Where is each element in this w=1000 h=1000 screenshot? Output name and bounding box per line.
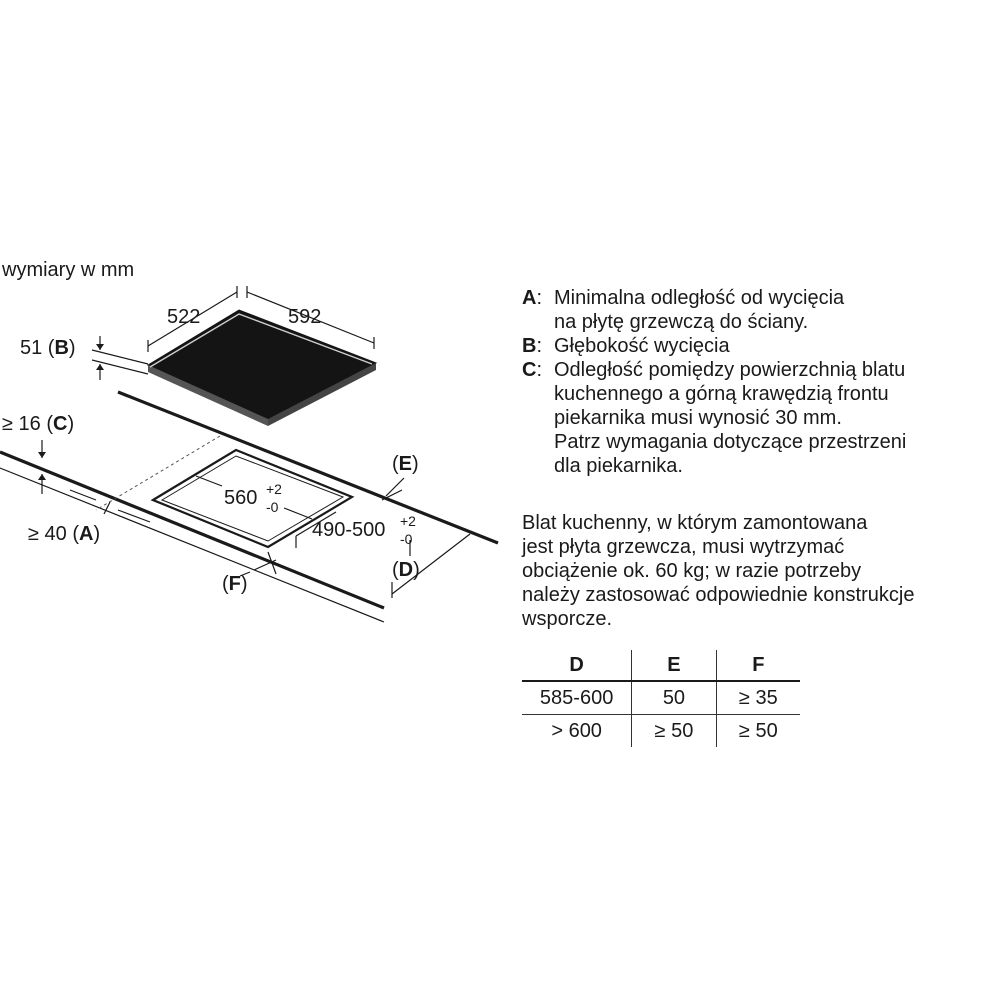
table-cell: ≥ 35	[715, 681, 800, 715]
label-d-text: (D)	[392, 559, 420, 581]
cutout-depth-dimension	[295, 511, 337, 548]
table-cell: > 600	[522, 714, 632, 747]
table-cell: ≥ 50	[715, 714, 800, 747]
dim-560-tol-minus: -0	[266, 499, 279, 515]
label-e-text: (E)	[392, 453, 419, 475]
table-cell: ≥ 50	[631, 714, 717, 747]
dimension-table: D E F 585-600 50 ≥ 35 > 600 ≥ 50 ≥ 50	[522, 650, 800, 747]
installation-diagram: wymiary w mm 522 592 51 (B)	[0, 259, 499, 623]
cutout	[150, 448, 355, 549]
dim-16-label: ≥ 16 (C)	[2, 413, 74, 435]
units-caption: wymiary w mm	[1, 259, 134, 281]
legend-item-b: B: Głębokość wycięcia	[522, 334, 1000, 358]
worktop	[0, 390, 499, 623]
hob-plate	[146, 309, 378, 426]
label-a: A	[79, 523, 93, 545]
legend-item-a: A: Minimalna odległość od wycięcia na pł…	[522, 286, 1000, 334]
label-f-text: (F)	[222, 573, 248, 595]
dim-490-tol-plus: +2	[400, 513, 416, 529]
load-note: Blat kuchenny, w którym zamontowana jest…	[522, 512, 915, 630]
thickness-dimension	[91, 336, 149, 380]
table-cell: 50	[631, 681, 717, 715]
label-e: E	[399, 453, 412, 475]
dim-560-tol-plus: +2	[266, 481, 282, 497]
table-row: 585-600 50 ≥ 35	[522, 681, 800, 715]
table-header-e: E	[631, 650, 717, 682]
label-f: F	[229, 573, 241, 595]
table-header-d: D	[522, 650, 632, 682]
cutout-width-dimension	[195, 475, 313, 520]
gap-d-dimension	[391, 533, 471, 598]
hob-dimension-lines	[147, 286, 375, 352]
dim-490-tol-minus: -0	[400, 531, 413, 547]
dim-40-label: ≥ 40 (A)	[28, 523, 100, 545]
legend-text: Głębokość wycięcia	[554, 335, 730, 357]
gap-c-dimension	[38, 440, 46, 494]
label-c: C	[53, 413, 67, 435]
gap-f-dimension	[239, 551, 277, 577]
dim-592-label: 592	[288, 306, 321, 328]
legend-key: A:	[522, 287, 543, 309]
gap-a-dimension	[69, 489, 151, 523]
label-d: D	[399, 559, 413, 581]
dim-51-label: 51 (B)	[20, 337, 76, 359]
dim-522-label: 522	[167, 306, 200, 328]
hidden-edge	[95, 435, 221, 511]
legend: A: Minimalna odległość od wycięcia na pł…	[522, 286, 1000, 478]
dim-490-label: 490-500	[312, 519, 385, 541]
table-cell: 585-600	[539, 686, 614, 709]
legend-text: Odległość pomiędzy powierzchnią blatu ku…	[554, 359, 907, 477]
legend-key: C:	[522, 359, 543, 381]
legend-key: B:	[522, 335, 543, 357]
label-b: B	[54, 337, 68, 359]
legend-text: Minimalna odległość od wycięcia na płytę…	[554, 287, 845, 333]
legend-item-c: C: Odległość pomiędzy powierzchnią blatu…	[522, 358, 1000, 478]
gap-e-dimension	[381, 477, 405, 501]
table-header-f: F	[715, 650, 800, 682]
dim-560-label: 560	[224, 487, 257, 509]
table-row: > 600 ≥ 50 ≥ 50	[522, 714, 800, 747]
